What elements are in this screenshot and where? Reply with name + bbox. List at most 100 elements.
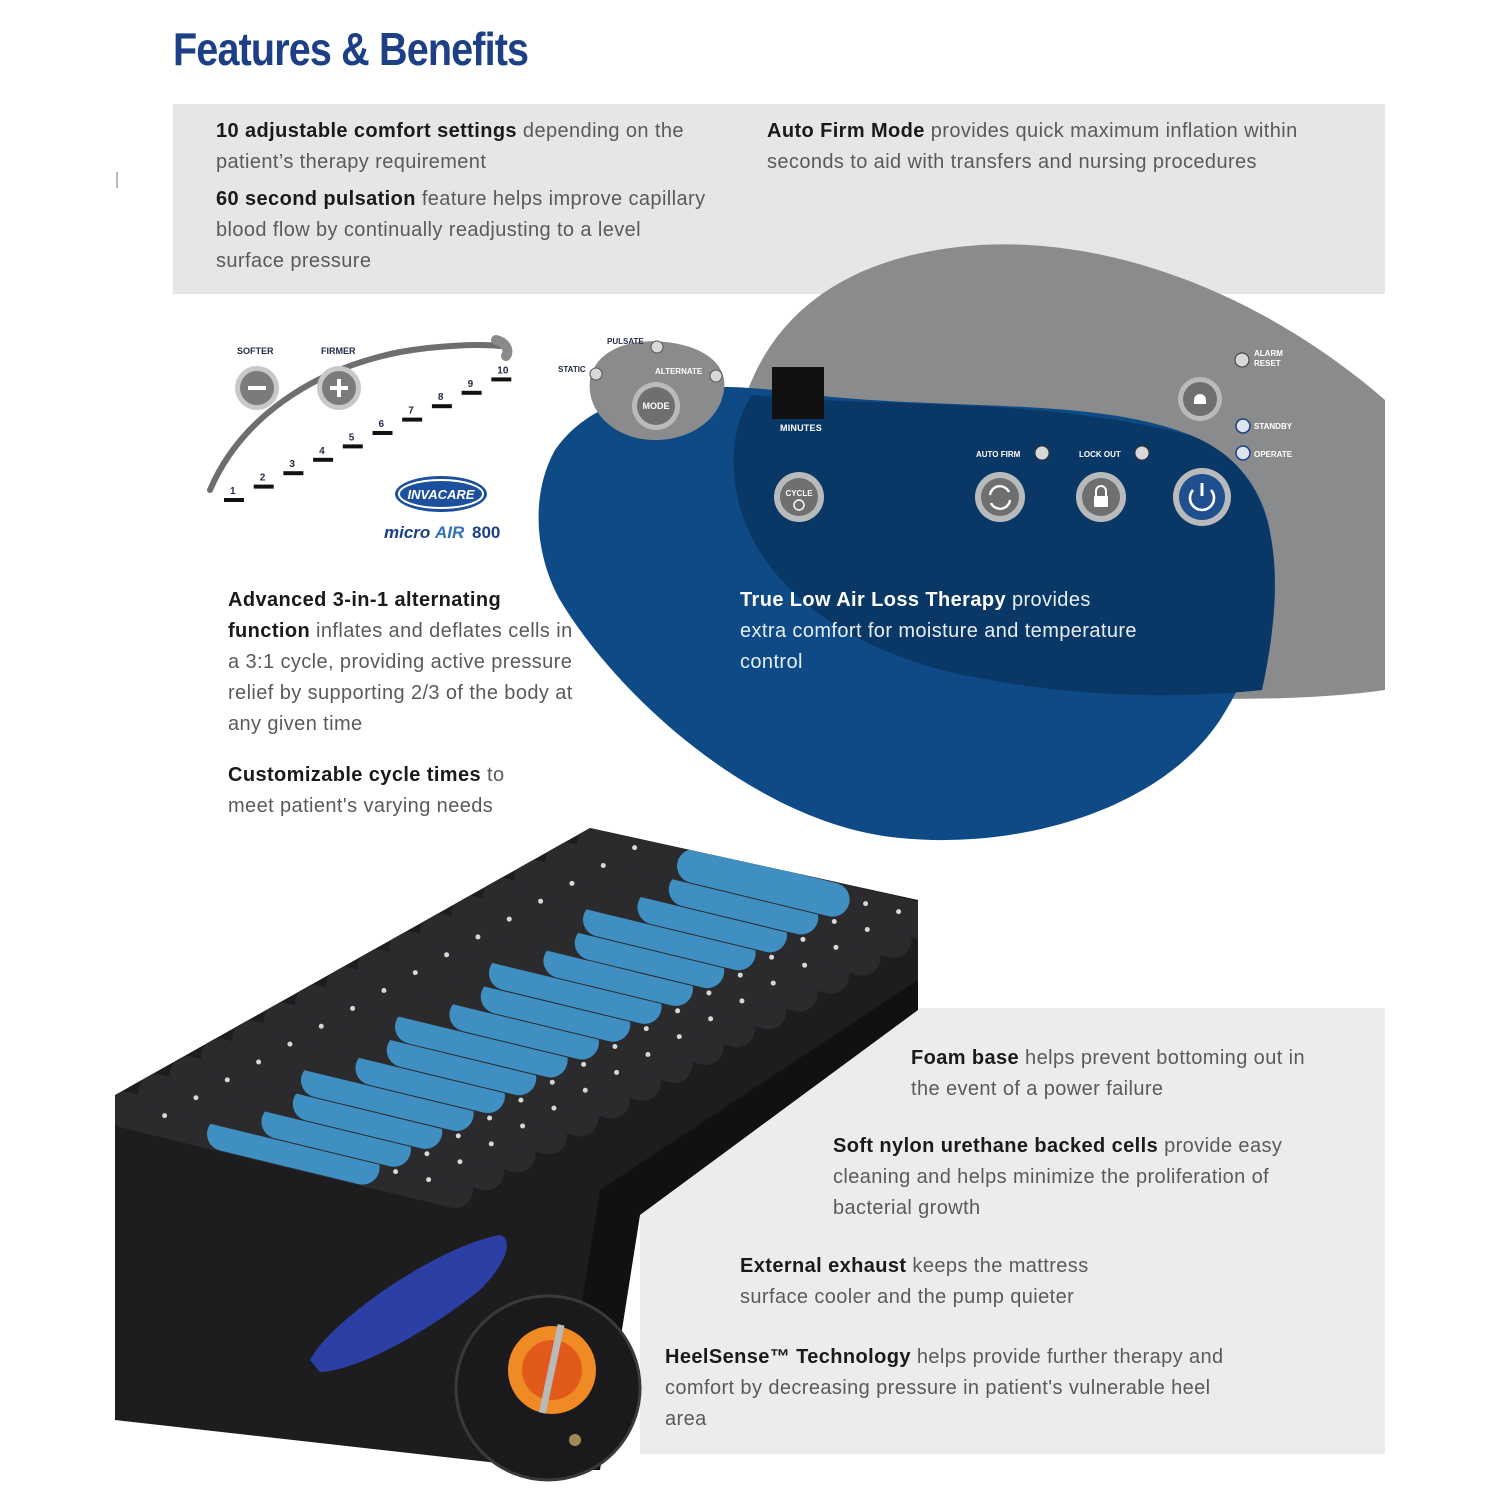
cell-rivet bbox=[802, 962, 808, 968]
cell-rivet bbox=[863, 901, 869, 907]
cell-rivet bbox=[256, 1059, 262, 1065]
air-cell-cover bbox=[489, 956, 662, 1024]
level-step-bar bbox=[372, 431, 393, 435]
minutes-label: MINUTES bbox=[780, 423, 822, 433]
feature-pulsation: 60 second pulsation feature helps improv… bbox=[216, 188, 706, 272]
feature-low-air-loss: True Low Air Loss Therapy provides extra… bbox=[740, 589, 1137, 673]
model-name-c: 800 bbox=[472, 523, 500, 542]
level-step-label: 10 bbox=[497, 365, 509, 376]
svg-text:CYCLE: CYCLE bbox=[785, 489, 813, 498]
cell-rivet bbox=[643, 1026, 649, 1032]
mode-button[interactable]: MODE bbox=[632, 382, 680, 430]
cell-rivet bbox=[737, 972, 743, 978]
cell-rivet bbox=[551, 1105, 557, 1111]
cycle-button[interactable]: CYCLE bbox=[774, 472, 824, 522]
air-cell-cover bbox=[355, 1051, 505, 1114]
standby-label: STANDBY bbox=[1254, 422, 1293, 431]
cell-rivet bbox=[381, 988, 387, 994]
firmer-button[interactable] bbox=[317, 366, 361, 410]
standby-indicator bbox=[1235, 418, 1251, 434]
air-cells bbox=[115, 828, 918, 1208]
air-cell-cover bbox=[637, 890, 787, 953]
cell-rivet bbox=[457, 1159, 463, 1165]
auto-firm-label: AUTO FIRM bbox=[976, 450, 1021, 459]
feature-cycle-times: Customizable cycle times to meet patient… bbox=[228, 764, 505, 817]
lock-out-button[interactable] bbox=[1076, 472, 1126, 522]
cell-rivet bbox=[739, 998, 745, 1004]
cell-rivet bbox=[318, 1023, 324, 1029]
cell-rivet bbox=[833, 944, 839, 950]
cell-rivet bbox=[426, 1177, 432, 1183]
lock-icon bbox=[1094, 496, 1108, 507]
cell-rivet bbox=[162, 1113, 168, 1119]
cell-rivet bbox=[287, 1041, 293, 1047]
margin-mark bbox=[116, 172, 118, 188]
minutes-display bbox=[772, 367, 824, 419]
level-step-bar bbox=[283, 471, 304, 476]
auto-firm-button[interactable] bbox=[975, 472, 1025, 522]
air-cell-cover bbox=[395, 1009, 568, 1078]
air-cell-cover bbox=[261, 1104, 411, 1167]
softer-button[interactable] bbox=[235, 366, 279, 410]
lock-out-label: LOCK OUT bbox=[1079, 450, 1121, 459]
air-cell-cover bbox=[677, 849, 850, 917]
alternate-indicator bbox=[709, 369, 723, 383]
cell-rivet bbox=[393, 1169, 399, 1175]
air-cell-cover bbox=[301, 1063, 474, 1131]
clock-icon bbox=[793, 499, 805, 511]
svg-text:MODE: MODE bbox=[643, 401, 670, 411]
level-step-label: 6 bbox=[379, 419, 385, 430]
feature-external-exhaust: External exhaust keeps the mattress surf… bbox=[740, 1255, 1089, 1308]
top-feature-band bbox=[173, 104, 1385, 294]
level-step-label: 7 bbox=[408, 406, 414, 417]
pulsate-label: PULSATE bbox=[607, 337, 644, 346]
power-button[interactable] bbox=[1173, 468, 1231, 526]
level-step-bar bbox=[253, 484, 274, 489]
cell-rivet bbox=[487, 1115, 493, 1121]
feature-comfort-settings: 10 adjustable comfort settings depending… bbox=[216, 120, 684, 173]
feature-heelsense: HeelSense™ Technology helps provide furt… bbox=[665, 1346, 1224, 1430]
air-cell-cover bbox=[574, 926, 725, 989]
level-step-label: 3 bbox=[289, 459, 295, 470]
auto-firm-indicator bbox=[1034, 445, 1050, 461]
level-step-bar bbox=[313, 457, 334, 462]
level-step-label: 2 bbox=[260, 473, 266, 484]
operate-indicator bbox=[1235, 445, 1251, 461]
cell-rivet bbox=[600, 862, 606, 868]
minus-icon bbox=[248, 386, 266, 390]
cell-rivet bbox=[424, 1151, 430, 1157]
alarm-reset-indicator bbox=[1234, 352, 1250, 368]
cell-rivet bbox=[864, 926, 870, 932]
static-indicator bbox=[589, 367, 603, 381]
reset-label: RESET bbox=[1254, 359, 1281, 368]
cell-rivet bbox=[224, 1077, 230, 1083]
air-cell-cover bbox=[449, 997, 599, 1060]
cell-rivet bbox=[475, 934, 481, 940]
pulsate-indicator bbox=[650, 340, 664, 354]
alarm-reset-button[interactable] bbox=[1178, 377, 1222, 421]
cell-rivet bbox=[412, 970, 418, 976]
level-step-label: 5 bbox=[349, 432, 355, 443]
cell-rivet bbox=[614, 1069, 620, 1075]
cell-rivet bbox=[549, 1079, 555, 1085]
cell-rivet bbox=[455, 1133, 461, 1139]
cell-rivet bbox=[706, 990, 712, 996]
cell-rivet bbox=[645, 1052, 651, 1058]
air-cell-cover bbox=[480, 979, 631, 1042]
operate-label: OPERATE bbox=[1254, 450, 1293, 459]
cell-rivet bbox=[708, 1016, 714, 1022]
air-cell-cover bbox=[543, 943, 693, 1006]
level-step-label: 8 bbox=[438, 392, 444, 403]
cell-rivet bbox=[770, 980, 776, 986]
air-cell-cover bbox=[386, 1033, 537, 1096]
static-label: STATIC bbox=[558, 365, 586, 374]
power-icon bbox=[1188, 489, 1216, 512]
cell-rivet bbox=[581, 1061, 587, 1067]
feature-auto-firm: Auto Firm Mode provides quick maximum in… bbox=[767, 120, 1298, 173]
cell-rivet bbox=[193, 1095, 199, 1101]
cell-rivet bbox=[518, 1097, 524, 1103]
firmer-label: FIRMER bbox=[321, 346, 356, 356]
refresh-icon bbox=[988, 485, 1012, 510]
